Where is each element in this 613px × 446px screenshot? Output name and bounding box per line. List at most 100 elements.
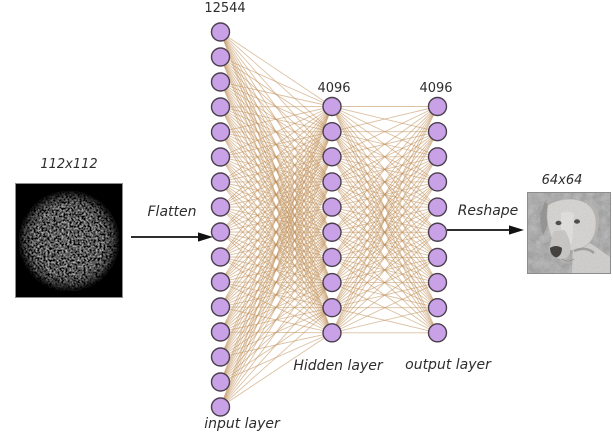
connection-edge bbox=[220, 106, 333, 133]
neuron-node bbox=[427, 323, 448, 343]
neuron-node bbox=[427, 96, 448, 117]
connection-edge bbox=[331, 106, 438, 158]
output-image bbox=[527, 192, 611, 274]
dog-photo-image bbox=[528, 193, 610, 273]
output-layer-name-label: output layer bbox=[405, 357, 491, 373]
connection-edge bbox=[220, 106, 333, 208]
neuron-node bbox=[210, 397, 231, 417]
flatten-arrow bbox=[131, 232, 213, 242]
output-layer-nodes bbox=[427, 96, 448, 343]
connection-edge bbox=[220, 257, 333, 408]
input-layer-name-label: input layer bbox=[204, 416, 280, 432]
input-layer-nodes bbox=[210, 22, 231, 417]
edge-group bbox=[220, 31, 438, 408]
connection-edge bbox=[220, 307, 333, 408]
neuron-node bbox=[427, 247, 448, 268]
connection-edge bbox=[220, 106, 333, 408]
connection-edge bbox=[220, 131, 333, 408]
input-image-size-label: 112x112 bbox=[40, 157, 98, 172]
connection-edge bbox=[220, 181, 333, 408]
connection-edge bbox=[331, 106, 438, 258]
connection-edge bbox=[331, 156, 438, 334]
neuron-node bbox=[322, 197, 342, 217]
neuron-node bbox=[322, 96, 342, 117]
connection-edge bbox=[331, 106, 438, 133]
connection-edge bbox=[220, 106, 333, 108]
connection-edge bbox=[220, 106, 333, 283]
neuron-node bbox=[210, 197, 231, 217]
output-image-size-label: 64x64 bbox=[541, 173, 583, 188]
connection-edge bbox=[220, 31, 333, 107]
neuron-node bbox=[210, 297, 231, 317]
neuron-node bbox=[322, 272, 342, 293]
neuron-node bbox=[210, 347, 231, 367]
neuron-node bbox=[210, 22, 231, 42]
connection-edge bbox=[331, 106, 438, 334]
connection-edge bbox=[220, 81, 333, 107]
neuron-node bbox=[210, 172, 231, 192]
connection-edge bbox=[331, 307, 438, 334]
neuron-node bbox=[322, 147, 342, 167]
flatten-arrow-label: Flatten bbox=[147, 204, 197, 220]
neuron-node bbox=[210, 272, 231, 292]
connection-edge bbox=[220, 106, 333, 258]
neuron-node bbox=[322, 121, 342, 142]
connection-edge bbox=[220, 106, 333, 183]
connection-edge bbox=[220, 106, 333, 308]
hidden-layer-size-label: 4096 bbox=[317, 81, 351, 96]
connection-edge bbox=[331, 257, 438, 334]
connection-edge bbox=[220, 332, 333, 408]
neuron-node bbox=[210, 122, 231, 142]
neuron-node bbox=[322, 222, 342, 242]
neuron-node bbox=[322, 323, 342, 343]
connection-edge bbox=[331, 282, 438, 334]
reshape-arrow bbox=[447, 225, 524, 235]
neuron-node bbox=[427, 272, 448, 293]
connection-edge bbox=[220, 106, 333, 158]
neuron-node bbox=[210, 97, 231, 117]
connection-edge bbox=[331, 106, 438, 208]
neuron-node bbox=[427, 222, 448, 242]
connection-edge bbox=[331, 106, 438, 283]
neuron-node bbox=[322, 298, 342, 318]
neuron-node bbox=[210, 72, 231, 92]
speckle-pattern-image bbox=[16, 184, 122, 297]
connection-edge bbox=[220, 106, 333, 233]
input-layer-size-label: 12544 bbox=[204, 1, 246, 16]
reshape-arrow-label: Reshape bbox=[457, 203, 519, 219]
neuron-node bbox=[427, 298, 448, 318]
connection-edge bbox=[331, 231, 438, 334]
connection-edge bbox=[220, 156, 333, 408]
neuron-node bbox=[210, 247, 231, 267]
input-image bbox=[15, 183, 123, 298]
neuron-node bbox=[322, 172, 342, 192]
connection-edge bbox=[220, 106, 333, 358]
neuron-node bbox=[210, 47, 231, 67]
connection-edge bbox=[220, 56, 333, 107]
hidden-layer-name-label: Hidden layer bbox=[293, 358, 383, 374]
neuron-group bbox=[210, 22, 448, 417]
connection-edge bbox=[331, 181, 438, 334]
connection-edge bbox=[331, 206, 438, 334]
connection-edge bbox=[331, 106, 438, 308]
neuron-node bbox=[210, 322, 231, 342]
neuron-node bbox=[210, 372, 231, 392]
connection-edge bbox=[220, 232, 333, 408]
neuron-node bbox=[427, 147, 448, 167]
connection-edge bbox=[331, 131, 438, 334]
neuron-node bbox=[322, 247, 342, 268]
connection-edge bbox=[220, 282, 333, 408]
neuron-node bbox=[427, 172, 448, 192]
output-layer-size-label: 4096 bbox=[419, 81, 453, 96]
connection-edge bbox=[220, 206, 333, 408]
connection-edge bbox=[220, 106, 333, 333]
neuron-node bbox=[210, 147, 231, 167]
connection-edge bbox=[331, 106, 438, 183]
hidden-layer-nodes bbox=[322, 96, 342, 343]
connection-edge bbox=[220, 106, 333, 383]
connection-edge bbox=[331, 106, 438, 233]
neuron-node bbox=[427, 197, 448, 217]
neuron-node bbox=[427, 121, 448, 142]
